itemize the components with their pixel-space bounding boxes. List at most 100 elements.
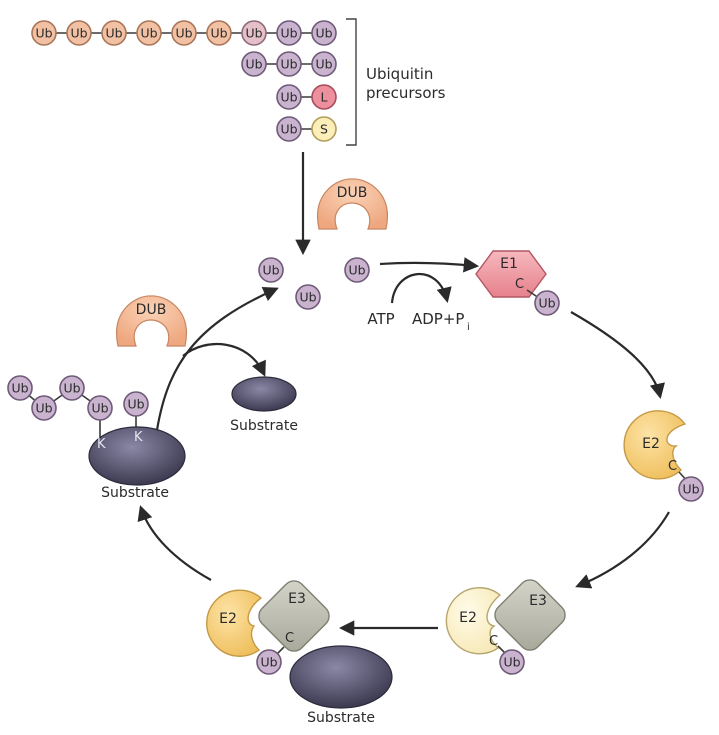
precursors-bracket: Ubiquitin precursors xyxy=(346,18,446,146)
svg-text:Ub: Ub xyxy=(210,26,227,41)
ubiquitin: Ub xyxy=(241,51,267,77)
svg-text:E2: E2 xyxy=(642,436,660,452)
ubiquitin: Ub xyxy=(59,375,85,401)
e2-e3-complex-right: E3 E2 C Ub xyxy=(445,579,566,675)
cysteine-label: C xyxy=(515,277,524,292)
substrate-label: Substrate xyxy=(307,710,375,726)
svg-text:Ub: Ub xyxy=(35,401,52,416)
ubiquitin: Ub xyxy=(206,20,232,46)
adp-subscript: i xyxy=(467,322,470,333)
free-ubiquitin: Ub xyxy=(344,257,370,283)
substrate-label: Substrate xyxy=(101,485,169,501)
ubiquitin: Ub xyxy=(123,391,149,417)
dub-enzyme-left: DUB xyxy=(116,295,187,347)
svg-text:Ub: Ub xyxy=(280,122,297,137)
e2-enzyme-right: E2 C Ub xyxy=(623,410,704,502)
svg-text:Ub: Ub xyxy=(91,401,108,416)
lysine-label: K xyxy=(97,437,106,452)
substrate-release-arrow xyxy=(182,343,266,377)
ubiquitin: Ub xyxy=(7,375,33,401)
svg-text:DUB: DUB xyxy=(337,185,368,201)
e3-ligase: E3 C xyxy=(258,580,330,652)
svg-text:Ub: Ub xyxy=(503,655,520,670)
svg-text:Ub: Ub xyxy=(63,381,80,396)
ubiquitin: Ub xyxy=(276,20,302,46)
thioester-ubiquitin: Ub xyxy=(256,649,282,675)
ubiquitin: Ub xyxy=(276,84,302,110)
svg-text:E2: E2 xyxy=(219,611,237,627)
polyubiquitinated-substrate: K K Ub Ub Ub Ub Ub Substrate xyxy=(7,375,186,501)
svg-text:Ub: Ub xyxy=(262,263,279,278)
thioester-ubiquitin: Ub xyxy=(499,649,525,675)
svg-text:E3: E3 xyxy=(529,593,547,609)
free-ubiquitin: Ub xyxy=(258,257,284,283)
e2-enzyme: E2 xyxy=(206,589,263,657)
svg-text:Ub: Ub xyxy=(70,26,87,41)
ubiquitin: Ub xyxy=(171,20,197,46)
svg-text:Ub: Ub xyxy=(11,381,28,396)
svg-text:DUB: DUB xyxy=(136,302,167,318)
lysine-label: K xyxy=(134,430,143,445)
adp-label: ADP+P xyxy=(412,310,464,328)
substrate xyxy=(289,645,393,709)
ubiquitin: Ub xyxy=(311,51,337,77)
e2-to-e3-arrow xyxy=(575,511,670,589)
svg-text:L: L xyxy=(321,90,328,105)
ribosomal-protein-l: L xyxy=(311,84,337,110)
ubiquitin: Ub xyxy=(31,395,57,421)
atp-hydrolysis-arrow xyxy=(390,272,452,304)
ubiquitin: Ub xyxy=(136,20,162,46)
ubiquitin-transfer-arrow xyxy=(137,505,212,581)
atp-label: ATP xyxy=(367,310,394,328)
e2-e3-substrate-complex: E3 C E2 Ub Substrate xyxy=(206,580,393,726)
ubiquitin: Ub xyxy=(66,20,92,46)
ubiquitin: Ub xyxy=(276,116,302,142)
triubiquitin-precursor: Ub Ub Ub xyxy=(241,51,337,77)
svg-text:S: S xyxy=(320,122,328,137)
dub-enzyme-top: DUB xyxy=(317,178,388,230)
svg-text:E3: E3 xyxy=(288,591,306,607)
svg-text:Ub: Ub xyxy=(280,26,297,41)
svg-text:Ub: Ub xyxy=(260,655,277,670)
ribosomal-protein-s: S xyxy=(311,116,337,142)
svg-text:Ub: Ub xyxy=(299,290,316,305)
released-substrate: Substrate xyxy=(230,376,298,434)
e1-to-e2-arrow xyxy=(570,311,665,400)
activation-arrow xyxy=(379,257,480,273)
svg-text:E2: E2 xyxy=(459,610,477,626)
ub-s-fusion-precursor: Ub S xyxy=(276,116,337,142)
svg-text:Ub: Ub xyxy=(245,26,262,41)
ubiquitin: Ub xyxy=(311,20,337,46)
e2-enzyme: E2 C xyxy=(445,587,508,656)
svg-text:Ub: Ub xyxy=(315,26,332,41)
svg-text:Ub: Ub xyxy=(175,26,192,41)
ubiquitin: Ub xyxy=(87,395,113,421)
e3-ligase: E3 xyxy=(494,579,566,651)
svg-text:Ub: Ub xyxy=(127,397,144,412)
ubiquitin: Ub xyxy=(276,51,302,77)
thioester-ubiquitin: Ub xyxy=(534,290,560,316)
cysteine-label: C xyxy=(668,459,677,474)
svg-text:E1: E1 xyxy=(500,256,518,272)
svg-text:Ub: Ub xyxy=(315,57,332,72)
svg-text:Ub: Ub xyxy=(105,26,122,41)
svg-text:Ub: Ub xyxy=(245,57,262,72)
svg-text:Ub: Ub xyxy=(682,482,699,497)
cysteine-label: C xyxy=(489,634,498,649)
ubiquitin: Ub xyxy=(31,20,57,46)
thioester-ubiquitin: Ub xyxy=(678,476,704,502)
svg-text:Ub: Ub xyxy=(140,26,157,41)
precursors-label-line2: precursors xyxy=(366,84,446,102)
svg-text:Ub: Ub xyxy=(280,57,297,72)
cysteine-label: C xyxy=(285,631,294,646)
deubiquitination-arrow xyxy=(155,286,279,431)
polyubiquitin-precursor-chain: Ub Ub Ub Ub Ub Ub Ub Ub Ub xyxy=(31,20,337,46)
ubiquitin: Ub xyxy=(241,20,267,46)
ub-l-fusion-precursor: Ub L xyxy=(276,84,337,110)
svg-text:Ub: Ub xyxy=(35,26,52,41)
svg-text:Ub: Ub xyxy=(280,90,297,105)
precursors-label-line1: Ubiquitin xyxy=(366,65,433,83)
svg-text:Ub: Ub xyxy=(538,296,555,311)
substrate-label: Substrate xyxy=(230,418,298,434)
